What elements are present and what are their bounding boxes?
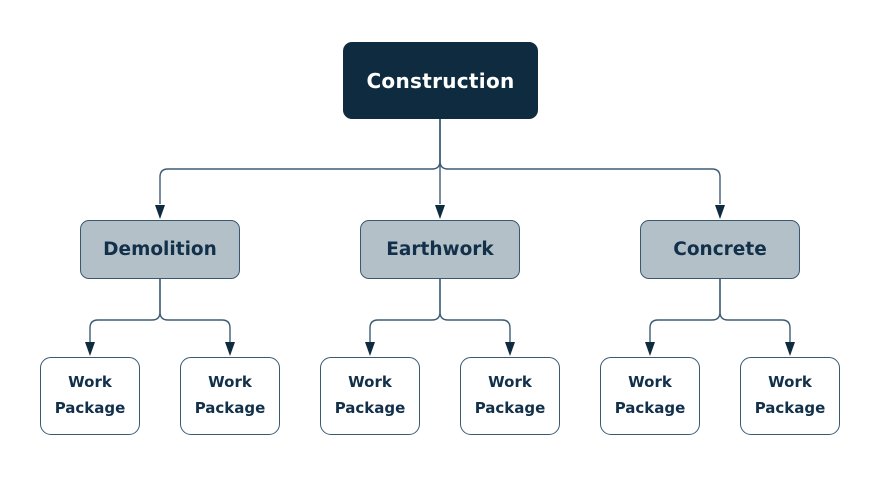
work-package-label-line2: Package <box>754 399 826 417</box>
connector-root-to-demolition <box>155 119 441 219</box>
work-package-label-line1: Work <box>68 373 112 392</box>
work-package-label-line2: Package <box>474 399 546 417</box>
work-package-label-line1: Work <box>628 373 672 392</box>
work-package-label-line2: Package <box>54 399 126 417</box>
work-package-label-line1: Work <box>348 373 392 392</box>
connector-concrete-to-work-packages <box>645 279 795 356</box>
connector-root-to-concrete <box>439 119 725 219</box>
node-earthwork-label: Earthwork <box>386 239 494 260</box>
node-work-package-5: Work Package <box>600 357 700 435</box>
connector-demolition-to-work-packages <box>85 279 235 356</box>
work-package-label-line2: Package <box>614 399 686 417</box>
node-earthwork: Earthwork <box>360 220 520 279</box>
node-work-package-2: Work Package <box>180 357 280 435</box>
node-construction: Construction <box>343 42 538 119</box>
node-concrete-label: Concrete <box>673 239 767 260</box>
connector-earthwork-to-work-packages <box>365 279 515 356</box>
node-work-package-6: Work Package <box>740 357 840 435</box>
node-work-package-1: Work Package <box>40 357 140 435</box>
node-demolition: Demolition <box>80 220 240 279</box>
node-work-package-3: Work Package <box>320 357 420 435</box>
work-package-label-line2: Package <box>334 399 406 417</box>
node-construction-label: Construction <box>366 68 515 93</box>
work-package-label-line1: Work <box>488 373 532 392</box>
work-package-label-line2: Package <box>194 399 266 417</box>
node-demolition-label: Demolition <box>103 239 217 260</box>
node-concrete: Concrete <box>640 220 800 279</box>
work-package-label-line1: Work <box>768 373 812 392</box>
work-package-label-line1: Work <box>208 373 252 392</box>
node-work-package-4: Work Package <box>460 357 560 435</box>
